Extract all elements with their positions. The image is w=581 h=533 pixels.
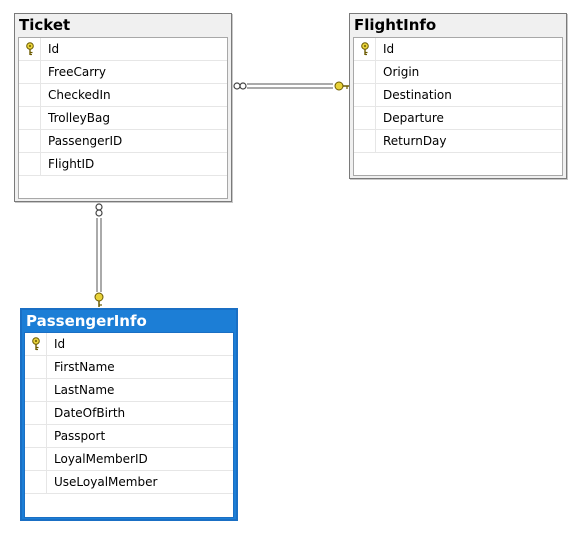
relationship-ticket-passengerinfo[interactable] — [94, 203, 104, 307]
row-selector[interactable] — [19, 61, 41, 83]
row-selector[interactable] — [25, 471, 47, 493]
column-name: FlightID — [48, 157, 95, 171]
column-name: ReturnDay — [383, 134, 447, 148]
column-name: Origin — [383, 65, 420, 79]
row-selector[interactable] — [25, 402, 47, 424]
column-row[interactable]: TrolleyBag — [19, 107, 227, 130]
row-selector[interactable] — [19, 38, 41, 60]
column-row[interactable]: Id — [19, 38, 227, 61]
column-row[interactable]: Passport — [25, 425, 233, 448]
column-row[interactable]: DateOfBirth — [25, 402, 233, 425]
column-row[interactable]: UseLoyalMember — [25, 471, 233, 494]
column-name: Passport — [54, 429, 106, 443]
column-row[interactable]: LoyalMemberID — [25, 448, 233, 471]
column-row[interactable]: CheckedIn — [19, 84, 227, 107]
row-selector[interactable] — [19, 130, 41, 152]
row-selector[interactable] — [25, 379, 47, 401]
column-name: CheckedIn — [48, 88, 111, 102]
key-icon — [26, 42, 34, 56]
column-row[interactable]: FreeCarry — [19, 61, 227, 84]
column-row[interactable]: Departure — [354, 107, 562, 130]
column-name: Id — [54, 337, 66, 351]
row-selector[interactable] — [354, 84, 376, 106]
column-row[interactable]: ReturnDay — [354, 130, 562, 153]
row-selector[interactable] — [25, 425, 47, 447]
row-selector[interactable] — [25, 333, 47, 355]
column-name: LoyalMemberID — [54, 452, 148, 466]
row-selector[interactable] — [19, 84, 41, 106]
column-row[interactable]: LastName — [25, 379, 233, 402]
infinity-icon — [95, 203, 103, 217]
column-row[interactable]: FirstName — [25, 356, 233, 379]
column-row[interactable]: Destination — [354, 84, 562, 107]
column-name: TrolleyBag — [48, 111, 110, 125]
table-title: PassengerInfo — [26, 312, 147, 330]
column-name: FreeCarry — [48, 65, 106, 79]
key-icon — [361, 42, 369, 56]
row-selector[interactable] — [25, 356, 47, 378]
column-row[interactable]: Origin — [354, 61, 562, 84]
key-icon — [32, 337, 40, 351]
row-selector[interactable] — [354, 130, 376, 152]
column-name: LastName — [54, 383, 115, 397]
row-selector[interactable] — [354, 61, 376, 83]
row-selector[interactable] — [19, 107, 41, 129]
relationship-ticket-flightinfo[interactable] — [233, 81, 349, 91]
column-name: Departure — [383, 111, 444, 125]
row-selector[interactable] — [19, 153, 41, 175]
row-selector[interactable] — [354, 38, 376, 60]
column-name: Destination — [383, 88, 452, 102]
table-title: Ticket — [19, 16, 71, 34]
column-name: PassengerID — [48, 134, 123, 148]
column-name: Id — [383, 42, 395, 56]
column-row[interactable]: PassengerID — [19, 130, 227, 153]
column-row[interactable]: FlightID — [19, 153, 227, 176]
column-row[interactable]: Id — [25, 333, 233, 356]
column-name: FirstName — [54, 360, 115, 374]
infinity-icon — [233, 82, 247, 90]
row-selector[interactable] — [25, 448, 47, 470]
row-selector[interactable] — [354, 107, 376, 129]
key-icon — [334, 81, 349, 91]
table-title: FlightInfo — [354, 16, 437, 34]
column-row[interactable]: Id — [354, 38, 562, 61]
column-name: Id — [48, 42, 60, 56]
key-icon — [94, 292, 104, 307]
column-name: UseLoyalMember — [54, 475, 158, 489]
column-name: DateOfBirth — [54, 406, 126, 420]
